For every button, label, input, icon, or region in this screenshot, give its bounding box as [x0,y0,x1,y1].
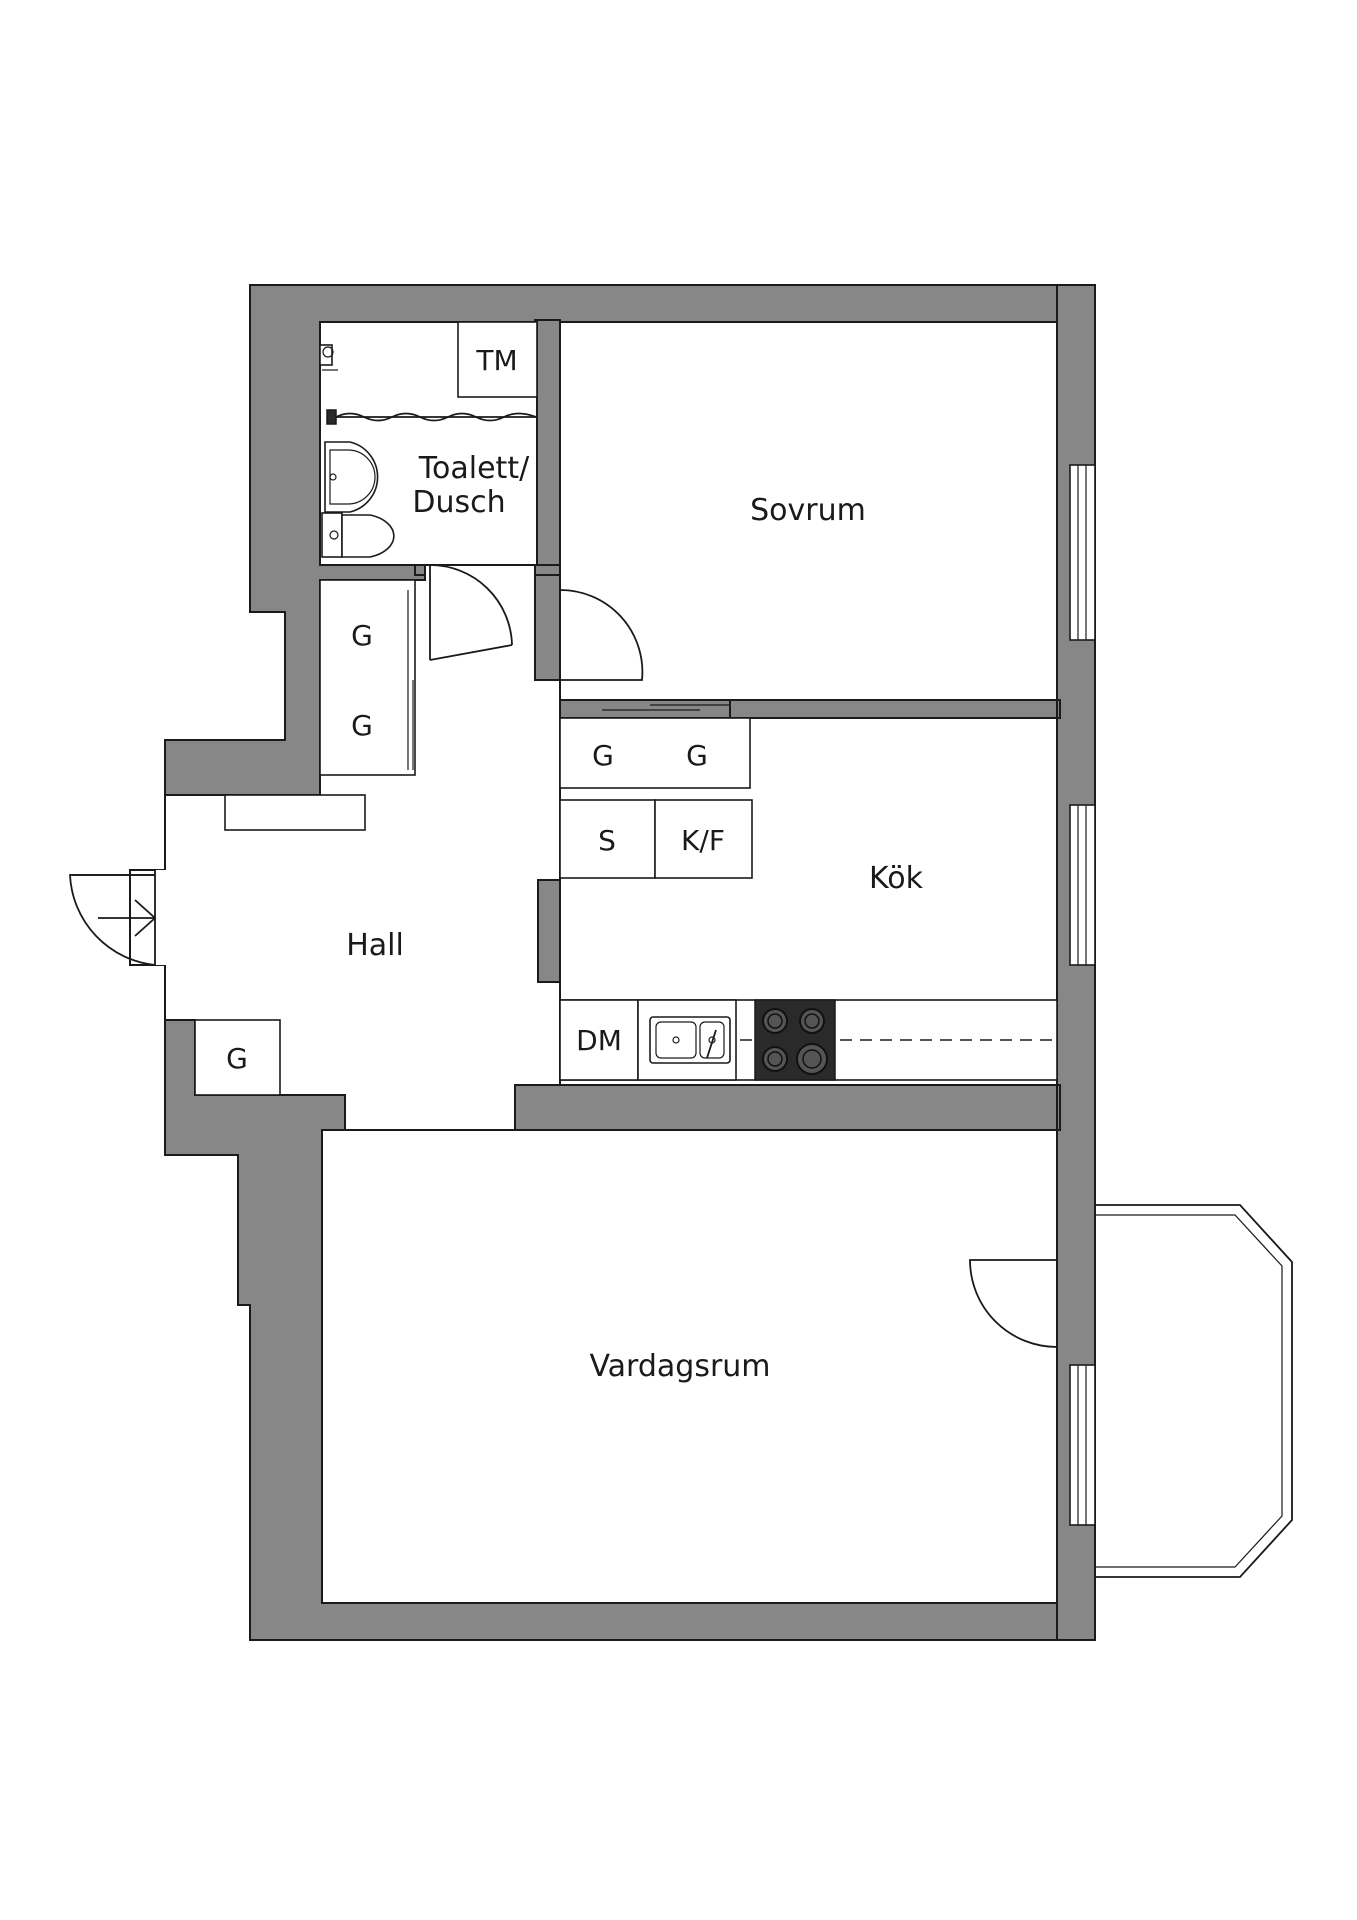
hall-label: Hall [346,928,404,963]
bathroom-door[interactable] [429,564,513,661]
bathroom-label-line2: Dusch [412,485,505,520]
bedroom-label: Sovrum [750,493,866,528]
dishwasher-label: DM [576,1024,622,1057]
bedroom-floor [559,321,1058,701]
freezer: S [559,799,656,879]
shower-head-icon [319,344,338,371]
toilet-icon [321,512,395,558]
shower-curtain [326,409,537,425]
living-room-label: Vardagsrum [589,1349,770,1384]
living-window [1069,1364,1096,1526]
fridge-freezer-label: K/F [681,824,725,857]
wardrobe-label: G [226,1042,248,1075]
washing-machine-label: TM [475,344,517,377]
hall-shelf [224,794,366,831]
balcony-inner [1095,1214,1283,1568]
hall-wardrobe-lower: G [194,1019,281,1096]
stove-icon [754,999,836,1081]
balcony-outline [1095,1204,1293,1578]
washing-machine: TM [457,321,538,398]
fridge-freezer: K/F [654,799,753,879]
sink-icon [324,441,379,513]
kitchen-window [1069,804,1096,966]
balcony-door[interactable] [969,1259,1058,1348]
bathroom-label: Toalett/ [418,451,530,486]
freezer-label: S [598,824,616,857]
wardrobe-label: G [351,619,373,652]
bedroom-window [1069,464,1096,641]
dishwasher: DM [559,999,639,1081]
kitchen-label: Kök [869,861,924,896]
entrance-door[interactable] [69,870,167,966]
wardrobe-label: G [592,739,614,772]
living-floor [321,1129,1058,1604]
hall-wardrobe-upper: G G [319,579,416,776]
wardrobe-label: G [351,709,373,742]
bedroom-door[interactable] [559,589,644,681]
kitchen-wardrobe: G G [559,704,751,789]
wardrobe-label: G [686,739,708,772]
kitchen-sink-icon [637,999,737,1081]
